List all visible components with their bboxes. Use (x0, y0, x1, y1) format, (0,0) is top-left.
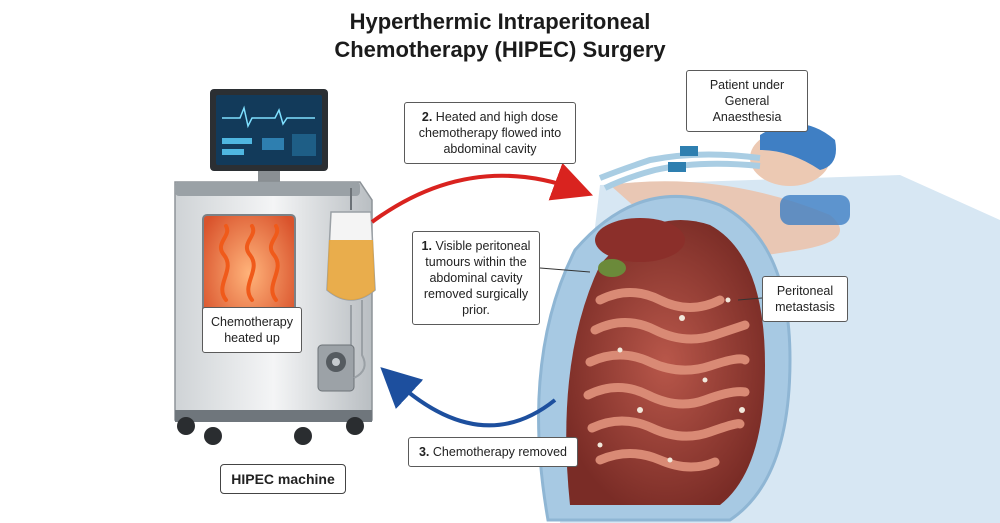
metastasis-callout: Peritoneal metastasis (762, 276, 848, 322)
step1-number: 1. (421, 239, 432, 253)
step2-number: 2. (421, 110, 433, 124)
abdominal-cavity (537, 194, 792, 522)
leader-line-metastasis (737, 297, 763, 301)
flame-icon (218, 224, 280, 302)
step3-number: 3. (418, 445, 430, 459)
patient-callout-text: Patient under General Anaesthesia (709, 78, 785, 124)
leader-line-tumours (539, 267, 591, 273)
step1-text: Visible peritoneal tumours within the ab… (423, 239, 531, 317)
tumour-nodules (597, 297, 745, 463)
intestines (583, 288, 750, 472)
title-line-2: Chemotherapy (HIPEC) Surgery (334, 37, 666, 62)
pump-icon (317, 300, 366, 392)
step2-callout: 2. Heated and high dose chemotherapy flo… (404, 102, 576, 164)
heated-callout: Chemotherapy heated up (202, 307, 302, 353)
machine-label-text: HIPEC machine (231, 471, 335, 487)
heated-text: Chemotherapy heated up (211, 315, 293, 345)
inflow-arrow (370, 162, 594, 224)
metastasis-text: Peritoneal metastasis (775, 284, 835, 314)
step3-callout: 3. Chemotherapy removed (408, 437, 578, 467)
step2-text: Heated and high dose chemotherapy flowed… (418, 110, 562, 156)
step1-callout: 1. Visible peritoneal tumours within the… (412, 231, 540, 325)
breathing-tube-icon (598, 146, 761, 191)
title-line-1: Hyperthermic Intraperitoneal (349, 9, 651, 34)
step3-text: Chemotherapy removed (432, 445, 568, 459)
machine-label: HIPEC machine (220, 464, 346, 494)
monitor-icon (210, 89, 328, 183)
diagram-title: Hyperthermic Intraperitoneal Chemotherap… (0, 8, 1000, 64)
iv-bag-icon (326, 188, 376, 345)
patient-callout: Patient under General Anaesthesia (686, 70, 808, 132)
outflow-arrow (380, 367, 557, 428)
